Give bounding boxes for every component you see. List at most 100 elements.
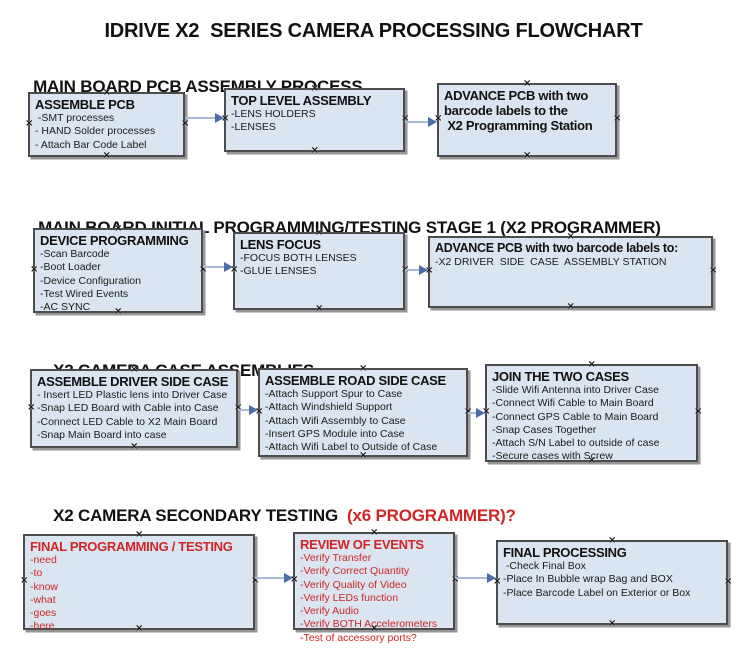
flow-box-final-programming-testing: FINAL PROGRAMMING / TESTING -need -to -k… (20, 530, 259, 634)
box-title: DEVICE PROGRAMMING (40, 233, 189, 248)
process-step: -Test Wired Events (40, 287, 129, 300)
process-step: -Snap Main Board into case (37, 428, 167, 441)
connector-arrow (255, 573, 293, 583)
process-step: -know (30, 580, 59, 593)
process-step: -Verify Transfer (300, 552, 372, 564)
box-title: ASSEMBLE DRIVER SIDE CASE (37, 374, 229, 389)
process-step: -Boot Loader (40, 261, 101, 274)
process-step: -Attach Support Spur to Case (265, 388, 403, 400)
glue-point-icon: × (523, 150, 532, 161)
section-heading-text: X2 CAMERA SECONDARY TESTING (53, 506, 343, 525)
glue-point-icon: × (27, 401, 36, 413)
box-title: LENS FOCUS (240, 237, 321, 252)
flow-box-lens-focus: LENS FOCUS -FOCUS BOTH LENSES -GLUE LENS… (230, 228, 409, 314)
process-step: -Connect Wifi Cable to Main Board (492, 397, 654, 410)
arrow-head-icon (428, 117, 437, 127)
flow-box-device-programming: DEVICE PROGRAMMING -Scan Barcode -Boot L… (30, 224, 207, 317)
arrow-shaft (405, 269, 422, 271)
arrow-head-icon (419, 265, 428, 275)
process-step: -Verify BOTH Accelerometers (300, 618, 438, 631)
section-heading-secondary-testing: X2 CAMERA SECONDARY TESTING (x6 PROGRAMM… (35, 486, 516, 546)
process-step: -Scan Barcode (40, 248, 110, 260)
arrow-shaft (255, 577, 287, 579)
flow-box-final-processing: FINAL PROCESSING -Check Final Box -Place… (493, 536, 733, 629)
flow-box-join-the-two-cases: JOIN THE TWO CASES -Slide Wifi Antenna i… (482, 360, 703, 466)
box-title: FINAL PROGRAMMING / TESTING (30, 539, 233, 554)
flow-box-assemble-road-side-case: ASSEMBLE ROAD SIDE CASE -Attach Support … (255, 364, 472, 461)
box-title: ADVANCE PCB with two barcode labels to t… (444, 88, 593, 133)
process-step: -Verify Audio (300, 605, 359, 618)
process-step: -here (30, 620, 55, 633)
process-step: -LENS HOLDERS (231, 108, 316, 120)
process-step: -Attach Wifi Label to Outside of Case (265, 441, 438, 454)
process-step: -Connect LED Cable to X2 Main Board (37, 415, 218, 428)
connector-arrow (238, 405, 258, 415)
process-step: -Place In Bubble wrap Bag and BOX (503, 573, 673, 586)
box-title: FINAL PROCESSING (503, 545, 627, 560)
arrow-shaft (455, 577, 490, 579)
process-step: - Attach Bar Code Label (35, 138, 147, 151)
flow-box-assemble-driver-side-case: ASSEMBLE DRIVER SIDE CASE - Insert LED P… (27, 365, 242, 452)
glue-point-icon: × (694, 406, 703, 417)
box-title: REVIEW OF EVENTS (300, 537, 424, 552)
connector-arrow (185, 113, 224, 123)
process-step: -Attach Wifi Assembly to Case (265, 414, 406, 427)
box-title: ADVANCE PCB with two barcode labels to: (435, 241, 678, 255)
glue-point-icon: × (20, 575, 29, 586)
flow-box-review-of-events: REVIEW OF EVENTS -Verify Transfer -Verif… (290, 528, 459, 644)
glue-point-icon: × (310, 145, 319, 156)
box-title: JOIN THE TWO CASES (492, 369, 629, 384)
process-step: -Snap LED Board with Cable into Case (37, 402, 219, 415)
glue-point-icon: × (724, 575, 733, 587)
box-title: ASSEMBLE ROAD SIDE CASE (265, 373, 446, 388)
arrow-head-icon (224, 262, 233, 272)
flow-box-assemble-pcb: ASSEMBLE PCB -SMT processes - HAND Solde… (25, 88, 189, 161)
glue-point-icon: × (30, 263, 39, 275)
process-step: -Device Configuration (40, 274, 141, 287)
process-step: - Insert LED Plastic lens into Driver Ca… (37, 389, 228, 401)
glue-point-icon: × (315, 303, 324, 314)
arrow-shaft (203, 266, 227, 268)
process-step: - HAND Solder processes (35, 125, 156, 138)
connector-arrow (203, 262, 233, 272)
glue-point-icon: × (566, 301, 575, 312)
arrow-head-icon (215, 113, 224, 123)
process-step: -Secure cases with Screw (492, 450, 613, 463)
process-step: -what (30, 593, 56, 606)
process-step: -Snap Cases Together (492, 423, 597, 436)
arrow-shaft (185, 117, 218, 119)
process-step: -need (30, 554, 57, 566)
box-title: TOP LEVEL ASSEMBLY (231, 93, 372, 108)
glue-point-icon: × (25, 117, 34, 129)
connector-arrow (405, 265, 428, 275)
arrow-shaft (468, 412, 479, 414)
process-step: -SMT processes (35, 112, 115, 124)
flowchart-title: IDRIVE X2 SERIES CAMERA PROCESSING FLOWC… (104, 20, 643, 42)
connector-arrow (468, 408, 485, 418)
process-step: -LENSES (231, 121, 276, 134)
process-step: -Attach Windshield Support (265, 401, 393, 414)
process-step: -Verify LEDs function (300, 591, 399, 604)
process-step: -Verify Quality of Video (300, 578, 407, 591)
process-step: -Verify Correct Quantity (300, 565, 410, 578)
flow-box-advance-pcb-driver-side-station: ADVANCE PCB with two barcode labels to: … (425, 232, 718, 312)
process-step: -to (30, 567, 43, 580)
process-step: -FOCUS BOTH LENSES (240, 252, 357, 264)
arrow-shaft (238, 409, 252, 411)
flow-box-top-level-assembly: TOP LEVEL ASSEMBLY -LENS HOLDERS -LENSES… (221, 84, 409, 156)
process-step: -Test of accessory ports? (300, 631, 417, 644)
flow-box-advance-pcb-programming-station: ADVANCE PCB with two barcode labels to t… (434, 79, 621, 161)
section-heading-red-text: (x6 PROGRAMMER)? (342, 506, 516, 525)
process-step: -Attach S/N Label to outside of case (492, 437, 660, 450)
process-step: -X2 DRIVER SIDE CASE ASSEMBLY STATION (435, 256, 667, 268)
process-step: -Place Barcode Label on Exterior or Box (503, 586, 691, 599)
connector-arrow (405, 117, 437, 127)
process-step: -GLUE LENSES (240, 265, 317, 278)
arrow-shaft (405, 121, 431, 123)
glue-point-icon: × (608, 618, 617, 629)
glue-point-icon: × (709, 265, 718, 276)
glue-point-icon: × (130, 441, 139, 452)
connector-arrow (455, 573, 496, 583)
process-step: -Check Final Box (503, 560, 586, 572)
